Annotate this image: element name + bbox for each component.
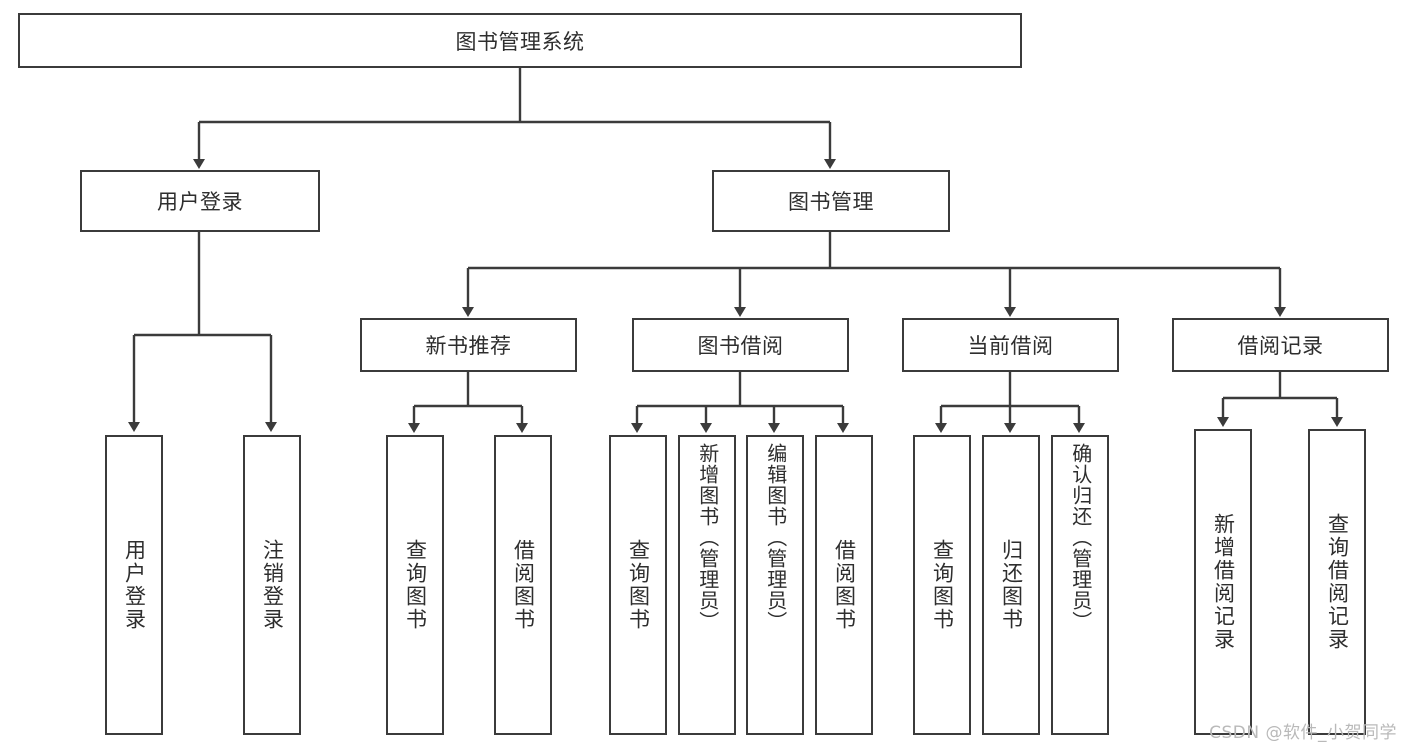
leaf-cb-confirm-return[interactable]: 确认归还（管理员）: [1051, 435, 1109, 735]
leaf-nb-query-book-label: 查询图书: [403, 539, 428, 631]
node-current-borrow[interactable]: 当前借阅: [902, 318, 1119, 372]
node-new-book-recommend-label: 新书推荐: [425, 334, 512, 358]
leaf-nb-borrow-book[interactable]: 借阅图书: [494, 435, 552, 735]
leaf-cb-query-book[interactable]: 查询图书: [913, 435, 971, 735]
node-root[interactable]: 图书管理系统: [18, 13, 1022, 68]
node-book-borrow-label: 图书借阅: [697, 334, 784, 358]
node-user-login-label: 用户登录: [157, 190, 243, 214]
watermark: CSDN @软件_小贺同学: [1209, 723, 1397, 743]
leaf-bb-edit-book[interactable]: 编辑图书（管理员）: [746, 435, 804, 735]
leaf-bb-borrow-book[interactable]: 借阅图书: [815, 435, 873, 735]
node-book-manage[interactable]: 图书管理: [712, 170, 950, 232]
node-current-borrow-label: 当前借阅: [967, 334, 1054, 358]
leaf-cb-return-book[interactable]: 归还图书: [982, 435, 1040, 735]
node-root-label: 图书管理系统: [455, 29, 585, 54]
node-borrow-record[interactable]: 借阅记录: [1172, 318, 1389, 372]
leaf-cb-query-book-label: 查询图书: [930, 539, 955, 631]
leaf-bb-add-book-label: 新增图书（管理员）: [695, 443, 720, 632]
leaf-nb-borrow-book-label: 借阅图书: [511, 539, 536, 631]
leaf-user-login[interactable]: 用户登录: [105, 435, 163, 735]
leaf-br-add-record-label: 新增借阅记录: [1211, 513, 1236, 651]
leaf-br-query-record[interactable]: 查询借阅记录: [1308, 429, 1366, 735]
node-book-borrow[interactable]: 图书借阅: [632, 318, 849, 372]
leaf-logout[interactable]: 注销登录: [243, 435, 301, 735]
node-new-book-recommend[interactable]: 新书推荐: [360, 318, 577, 372]
leaf-user-login-label: 用户登录: [122, 539, 147, 631]
leaf-logout-label: 注销登录: [260, 539, 285, 631]
leaf-bb-add-book[interactable]: 新增图书（管理员）: [678, 435, 736, 735]
leaf-bb-query-book-label: 查询图书: [626, 539, 651, 631]
leaf-nb-query-book[interactable]: 查询图书: [386, 435, 444, 735]
leaf-bb-edit-book-label: 编辑图书（管理员）: [763, 443, 788, 632]
leaf-br-add-record[interactable]: 新增借阅记录: [1194, 429, 1252, 735]
leaf-cb-confirm-return-label: 确认归还（管理员）: [1068, 443, 1093, 632]
leaf-cb-return-book-label: 归还图书: [999, 539, 1024, 631]
leaf-bb-borrow-book-label: 借阅图书: [832, 539, 857, 631]
leaf-bb-query-book[interactable]: 查询图书: [609, 435, 667, 735]
leaf-br-query-record-label: 查询借阅记录: [1325, 513, 1350, 651]
node-book-manage-label: 图书管理: [788, 190, 874, 214]
node-user-login[interactable]: 用户登录: [80, 170, 320, 232]
node-borrow-record-label: 借阅记录: [1237, 334, 1324, 358]
